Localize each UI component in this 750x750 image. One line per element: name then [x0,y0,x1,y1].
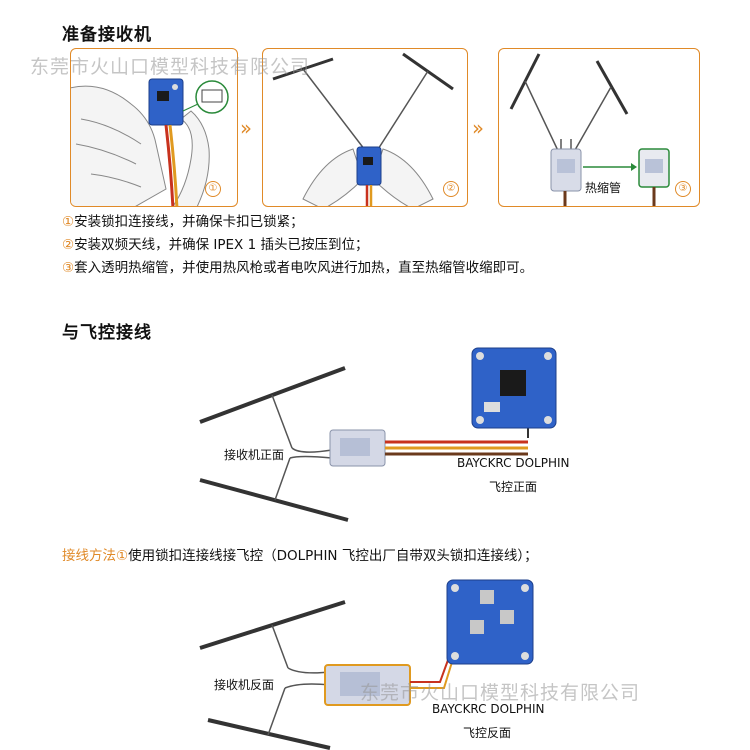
heat-shrink-label: 热缩管 [585,181,622,195]
step-text: 安装双频天线，并确保 IPEX 1 插头已按压到位； [74,237,369,253]
step-panel-1: ① [70,48,238,207]
fc-name: BAYCKRC DOLPHIN [432,702,545,716]
hand-illustration [71,78,229,206]
receiver-front-label: 接收机正面 [224,448,285,462]
heat-shrink-illustration [509,53,670,206]
section-title-prepare: 准备接收机 [62,25,152,45]
step-instruction-3: ③套入透明热缩管，并使用热风枪或者电吹风进行加热，直至热缩管收缩即可。 [62,256,533,276]
step-number-badge: ② [443,181,459,197]
step-number-badge: ③ [675,181,691,197]
step-number: ① [62,214,75,230]
receiver-back-label: 接收机反面 [214,678,275,692]
step-panel-3: 热缩管 ③ [498,48,700,207]
fc-front-label: 飞控正面 [489,480,538,494]
wiring-method-prefix: 接线方法① [62,548,129,564]
step-number: ② [62,237,75,253]
section-title-wiring: 与飞控接线 [62,323,152,343]
step-number-badge: ① [205,181,221,197]
step-instruction-1: ①安装锁扣连接线，并确保卡扣已锁紧； [62,210,304,230]
fc-back-label: 飞控反面 [463,726,512,740]
wiring-method-note: 接线方法①使用锁扣连接线接飞控（DOLPHIN 飞控出厂自带双头锁扣连接线）； [62,544,538,564]
fc-name: BAYCKRC DOLPHIN [457,456,570,470]
chevron-right-icon: ›› [240,116,252,140]
chevron-right-icon: ›› [472,116,484,140]
wiring-diagram-front [199,347,557,522]
wiring-diagram-back [199,579,534,750]
step-text: 安装锁扣连接线，并确保卡扣已锁紧； [74,214,304,230]
step-text: 套入透明热缩管，并使用热风枪或者电吹风进行加热，直至热缩管收缩即可。 [74,260,534,276]
step-panel-2: ② [262,48,468,207]
wiring-method-text: 使用锁扣连接线接飞控（DOLPHIN 飞控出厂自带双头锁扣连接线）； [128,548,538,564]
antenna-illustration [272,52,454,206]
step-instruction-2: ②安装双频天线，并确保 IPEX 1 插头已按压到位； [62,233,368,253]
step-number: ③ [62,260,75,276]
